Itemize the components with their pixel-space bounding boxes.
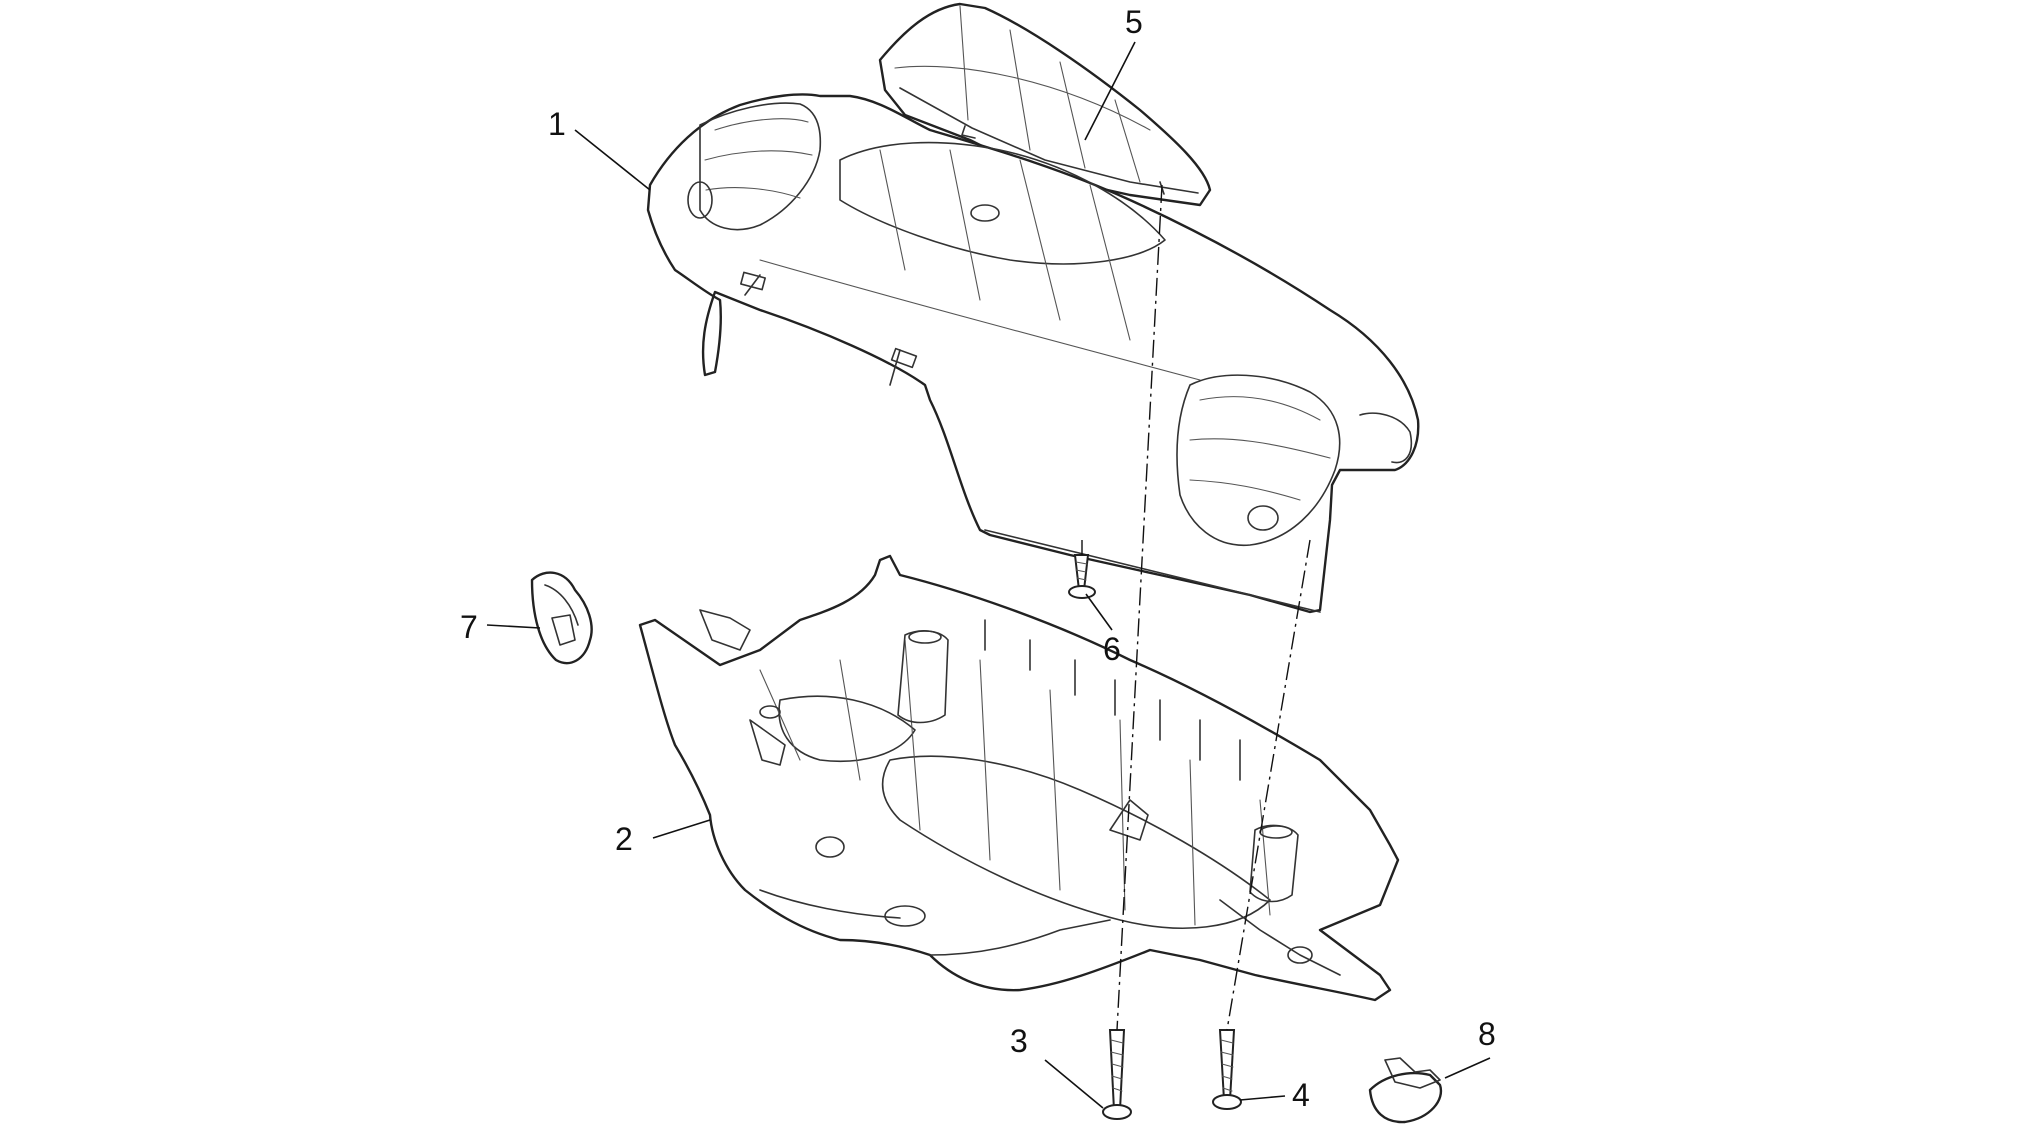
label-part-8: 8 (1478, 1016, 1496, 1052)
label-part-6: 6 (1103, 631, 1121, 667)
part-2-lower-cover[interactable] (638, 554, 1400, 1002)
part-6-screw[interactable] (1068, 554, 1096, 599)
label-part-5: 5 (1125, 4, 1143, 40)
part-8-right-end-cap[interactable] (1368, 1057, 1443, 1124)
part-7-left-end-cap[interactable] (530, 571, 593, 665)
label-part-1: 1 (548, 106, 566, 142)
label-part-4: 4 (1292, 1077, 1310, 1113)
part-1-upper-cover[interactable] (646, 93, 1420, 614)
label-part-3: 3 (1010, 1023, 1028, 1059)
part-3-screw[interactable] (1102, 1029, 1132, 1120)
assembly-axis-lines (1081, 184, 1311, 1031)
leader-lines (486, 41, 1491, 1109)
label-part-7: 7 (460, 609, 478, 645)
label-part-2: 2 (615, 821, 633, 857)
part-4-screw[interactable] (1212, 1029, 1242, 1110)
